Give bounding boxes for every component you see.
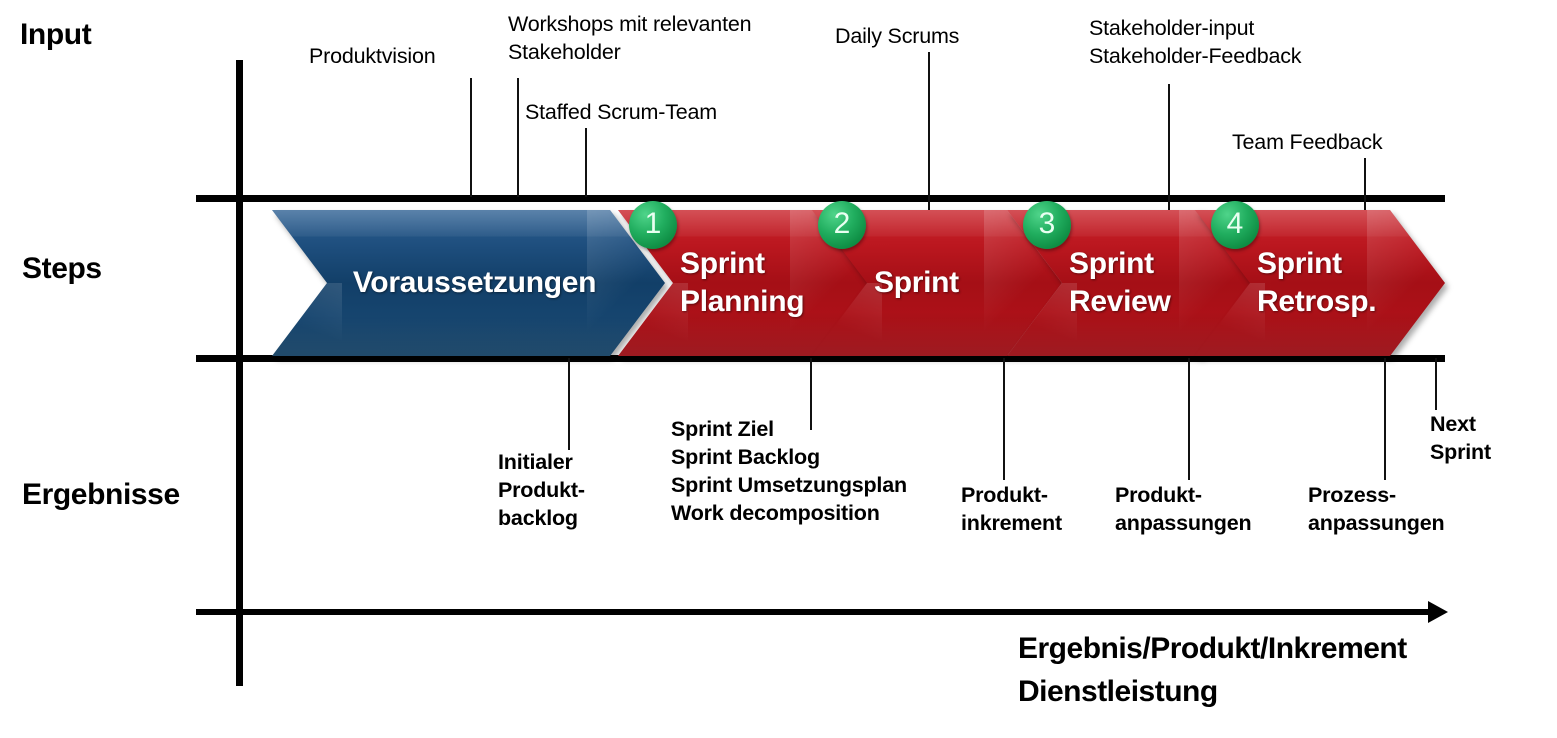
result-note-produktanpassungen: Produkt- anpassungen (1115, 483, 1252, 535)
step-voraussetzungen[interactable]: Voraussetzungen (272, 210, 665, 356)
steps-results-divider (196, 355, 1445, 362)
outcome-axis-arrowhead (1428, 601, 1448, 623)
input-note-produktvision: Produktvision (309, 44, 436, 68)
row-label-steps: Steps (22, 252, 102, 285)
step-badge-4: 4 (1211, 201, 1259, 249)
step-label: Sprint Retrosp. (1257, 247, 1377, 318)
leader-produktvision (470, 78, 472, 197)
step-shape (272, 210, 665, 356)
row-label-input: Input (20, 18, 92, 51)
result-note-initialer-produktbacklog: Initialer Produkt- backlog (498, 450, 585, 530)
leader-produktanpassungen (1188, 358, 1190, 480)
leader-prozessanpassungen (1384, 358, 1386, 480)
input-note-team-feedback: Team Feedback (1232, 130, 1383, 154)
leader-team-feedback (1364, 158, 1366, 228)
result-note-prozessanpassungen: Prozess- anpassungen (1308, 483, 1445, 535)
input-note-daily-scrums: Daily Scrums (835, 24, 960, 48)
step-badge-1: 1 (629, 201, 677, 249)
input-steps-divider (196, 195, 1445, 202)
leader-sprint-ziel (810, 358, 812, 430)
step-label: Sprint (874, 266, 959, 299)
result-note-next-sprint: Next Sprint (1430, 412, 1491, 464)
leader-produktinkrement (1003, 358, 1005, 480)
result-note-sprint-planning-outputs: Sprint Ziel Sprint Backlog Sprint Umsetz… (671, 417, 907, 525)
step-badge-3: 3 (1023, 201, 1071, 249)
step-badge-2: 2 (818, 201, 866, 249)
outcome-axis-caption: Ergebnis/Produkt/Inkrement Dienstleistun… (1018, 632, 1407, 708)
step-label: Voraussetzungen (352, 266, 597, 299)
result-note-produktinkrement: Produkt- inkrement (961, 483, 1062, 535)
vertical-axis (236, 60, 243, 686)
row-label-ergebnisse: Ergebnisse (22, 478, 180, 511)
leader-daily-scrums (928, 52, 930, 227)
leader-next-sprint (1435, 358, 1437, 410)
step-label: Sprint Planning (680, 247, 805, 318)
step-label: Sprint Review (1069, 247, 1171, 318)
leader-stakeholder-input (1168, 84, 1170, 229)
leader-staffed-scrum-team (585, 128, 587, 197)
input-note-workshops: Workshops mit relevanten Stakeholder (508, 12, 752, 64)
input-note-stakeholder-input: Stakeholder-input Stakeholder-Feedback (1089, 16, 1302, 68)
input-note-staffed-scrum-team: Staffed Scrum-Team (525, 100, 717, 124)
outcome-axis-line (196, 609, 1432, 615)
leader-initialer-produktbacklog (568, 358, 570, 450)
leader-workshops (517, 78, 519, 197)
